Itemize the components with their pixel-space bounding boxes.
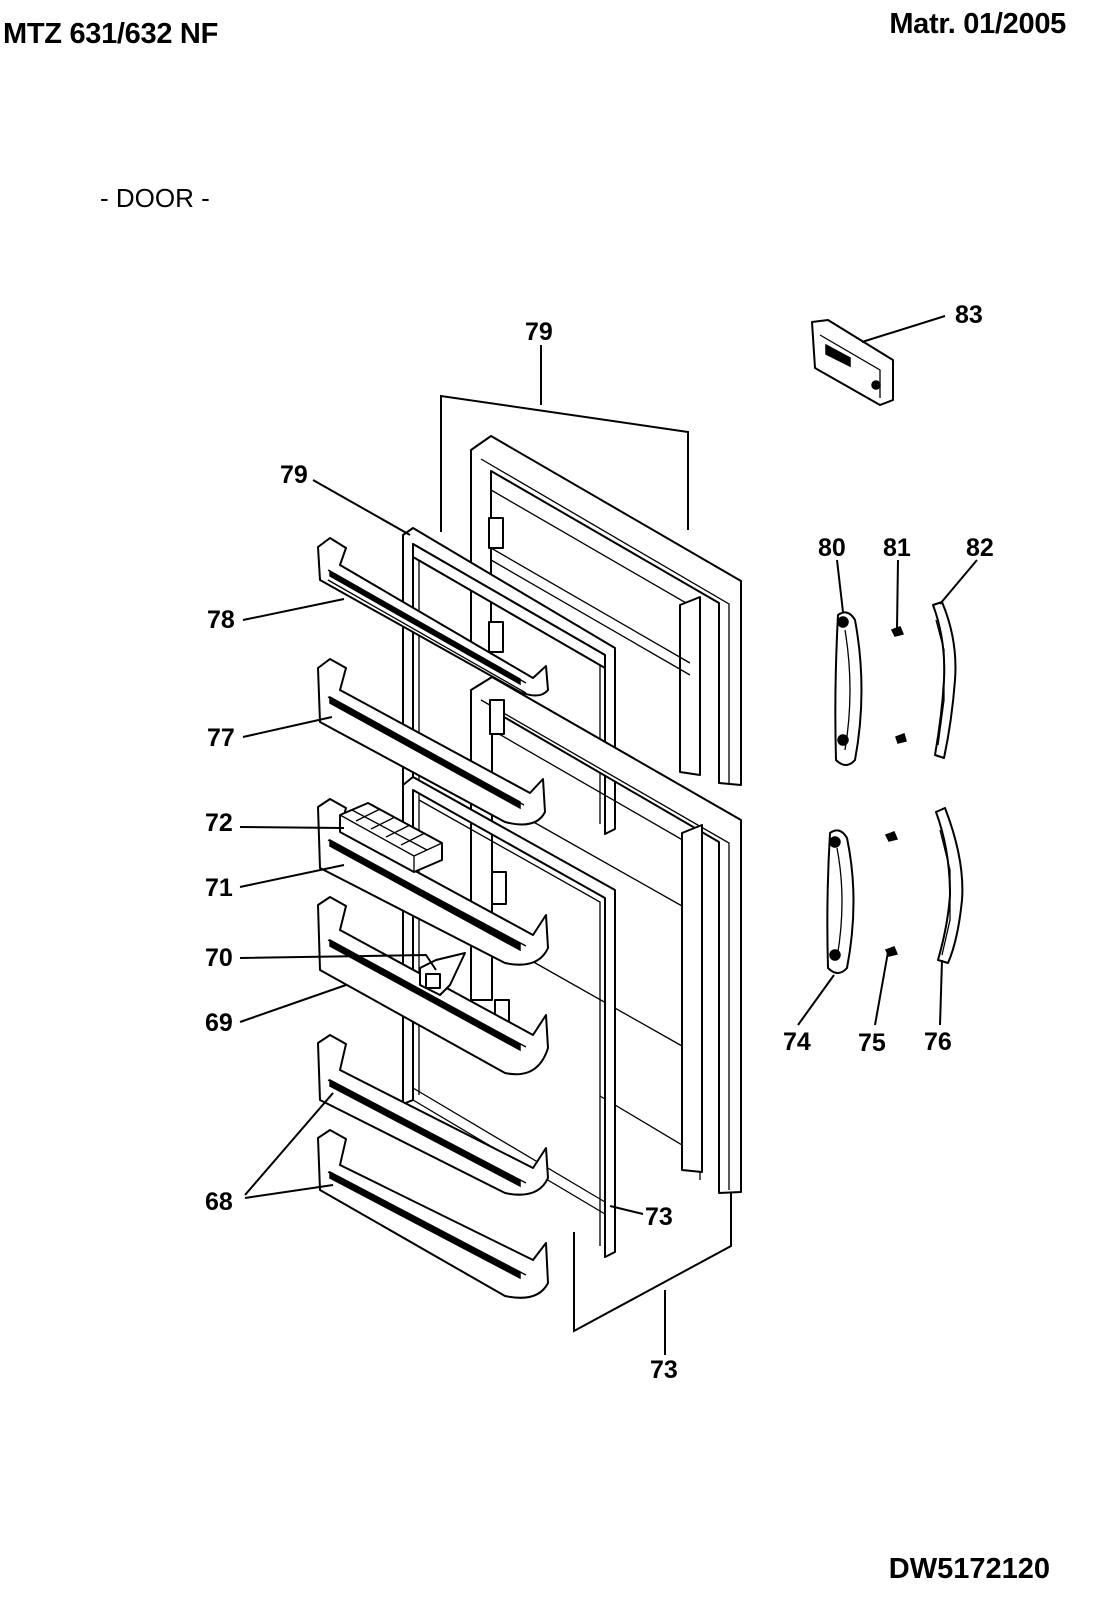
shelf-78 bbox=[317, 537, 549, 697]
egg-tray-72 bbox=[339, 802, 443, 873]
screw-81-lower bbox=[895, 733, 907, 744]
callout-77: 77 bbox=[207, 724, 235, 752]
section-title: - DOOR - bbox=[100, 183, 210, 213]
callout-70: 70 bbox=[205, 944, 233, 972]
screw-81-upper bbox=[890, 626, 905, 637]
handle-80 bbox=[834, 611, 863, 766]
handle-76 bbox=[935, 807, 964, 964]
shelf-68-lower bbox=[317, 1129, 549, 1299]
callout-74: 74 bbox=[783, 1028, 811, 1056]
shelf-68-upper bbox=[317, 1034, 549, 1196]
document-number: DW5172120 bbox=[888, 1553, 1050, 1585]
callout-82: 82 bbox=[966, 534, 994, 562]
callout-81: 81 bbox=[883, 534, 911, 562]
callout-79-top: 79 bbox=[525, 318, 553, 346]
model-title: MTZ 631/632 NF bbox=[3, 18, 218, 50]
bracket-83 bbox=[811, 319, 894, 406]
callout-73-bottom: 73 bbox=[650, 1356, 678, 1384]
lower-door-gasket bbox=[402, 776, 616, 1258]
screw-75-upper bbox=[884, 831, 899, 842]
callout-73-gasket: 73 bbox=[645, 1203, 673, 1231]
callout-80: 80 bbox=[818, 534, 846, 562]
callout-79-gasket: 79 bbox=[280, 461, 308, 489]
shelf-71 bbox=[317, 798, 549, 966]
callout-83: 83 bbox=[955, 301, 983, 329]
callout-76: 76 bbox=[924, 1028, 952, 1056]
callout-69: 69 bbox=[205, 1009, 233, 1037]
material-date: Matr. 01/2005 bbox=[889, 8, 1066, 40]
callout-78: 78 bbox=[207, 606, 235, 634]
upper-door-frame bbox=[470, 435, 742, 786]
divider-70 bbox=[419, 952, 466, 996]
callout-68: 68 bbox=[205, 1188, 233, 1216]
handle-82 bbox=[932, 601, 957, 759]
callout-72: 72 bbox=[205, 809, 233, 837]
shelf-77 bbox=[317, 658, 546, 826]
handle-74 bbox=[826, 829, 855, 974]
callout-71: 71 bbox=[205, 874, 233, 902]
callout-75: 75 bbox=[858, 1029, 886, 1057]
leader-lines bbox=[239, 315, 978, 1355]
lower-door-frame bbox=[470, 676, 742, 1194]
